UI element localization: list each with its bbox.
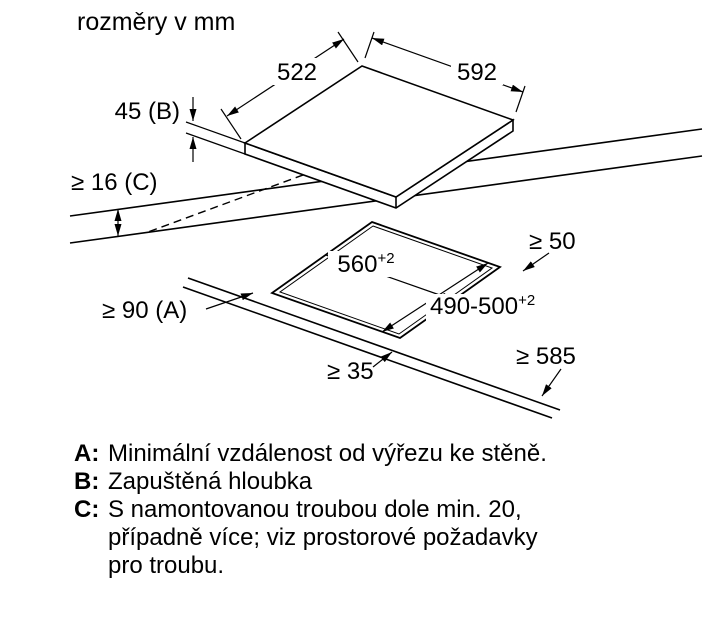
leader-585 — [541, 368, 562, 397]
legend-text-a: Minimální vzdálenost od výřezu ke stěně. — [108, 440, 547, 467]
leader-90a — [205, 292, 254, 310]
dimension-45b-tick-top — [185, 121, 246, 144]
cutout-inner-edge — [278, 225, 494, 335]
leader-arrows — [205, 252, 562, 397]
label-bg-490-500 — [426, 294, 548, 321]
dim-label-490-500: 490-500+2 — [430, 292, 535, 320]
dimension-522-extension-b — [220, 108, 242, 140]
cutout-outer-edge — [270, 220, 502, 340]
dim-label-585: ≥ 585 — [516, 343, 576, 370]
dimension-522-extension-a — [337, 31, 359, 63]
dim-label-490-500-value: 490-500 — [430, 293, 518, 320]
dim-label-560: 560+2 — [337, 250, 394, 278]
legend-item-c: C: S namontovanou troubou dole min. 20, … — [74, 496, 547, 580]
legend-key-a: A: — [74, 440, 100, 467]
dimension-45b — [185, 97, 246, 162]
label-bg-560 — [328, 251, 404, 277]
legend-item-a: A: Minimální vzdálenost od výřezu ke stě… — [74, 440, 547, 468]
dim-label-560-value: 560 — [337, 251, 377, 278]
dim-label-522: 522 — [277, 59, 317, 86]
legend: A: Minimální vzdálenost od výřezu ke stě… — [74, 440, 547, 580]
legend-text-b: Zapuštěná hloubka — [108, 468, 313, 495]
dim-label-50: ≥ 50 — [529, 228, 576, 255]
dim-label-35: ≥ 35 — [327, 358, 374, 385]
leader-50 — [522, 252, 550, 272]
legend-text-c-line2: případně více; viz prostorové požadavky — [108, 524, 538, 551]
label-backgrounds — [271, 58, 548, 321]
alignment-dashed-line — [147, 156, 353, 233]
legend-item-b: B: Zapuštěná hloubka — [74, 468, 547, 496]
dim-label-560-tolerance: +2 — [377, 250, 394, 267]
legend-key-c: C: — [74, 496, 100, 523]
dimension-592-extension-b — [515, 85, 526, 113]
dim-label-592: 592 — [457, 59, 497, 86]
diagram-canvas: 522 592 45 (B) ≥ 16 (C) ≥ 50 560+2 490-5… — [69, 31, 703, 419]
dimension-592-extension-a — [364, 31, 375, 59]
page-title: rozměry v mm — [77, 8, 236, 36]
dim-label-90a: ≥ 90 (A) — [102, 297, 187, 324]
dim-label-45b: 45 (B) — [115, 98, 180, 125]
dim-label-16c: ≥ 16 (C) — [71, 169, 158, 196]
label-bg-592 — [451, 58, 503, 85]
label-bg-522 — [271, 58, 323, 85]
legend-key-b: B: — [74, 468, 100, 495]
legend-text-c-line3: pro troubu. — [108, 552, 225, 579]
dimension-45b-tick-bottom — [185, 132, 246, 155]
legend-text-c-line1: S namontovanou troubou dole min. 20, — [108, 496, 522, 523]
leader-35 — [372, 351, 393, 368]
cutout-outline — [270, 220, 502, 340]
worktop-front-edge-bottom-line — [182, 286, 553, 419]
dim-label-490-500-tolerance: +2 — [518, 292, 535, 309]
